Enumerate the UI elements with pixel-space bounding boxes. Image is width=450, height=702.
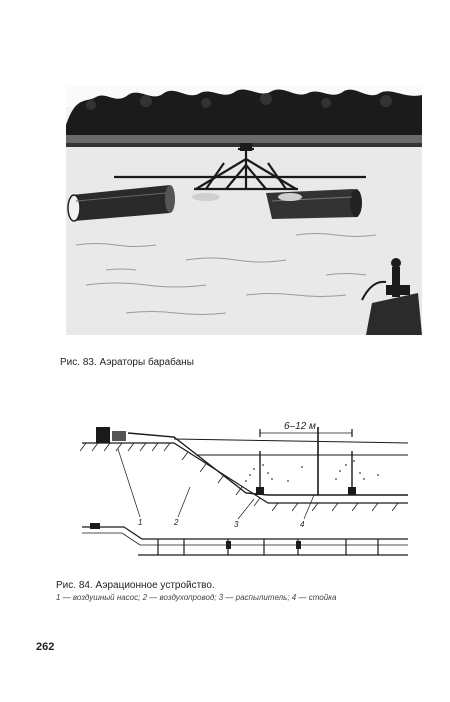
callout-1: 1: [138, 518, 142, 527]
figure-84-caption: Рис. 84. Аэрационное устройство.: [56, 580, 215, 591]
aeration-device-diagram: 6–12 м 1 2 3 4: [78, 415, 409, 575]
figure-83-caption: Рис. 83. Аэраторы барабаны: [60, 357, 194, 368]
callout-2: 2: [173, 518, 179, 527]
figure-84-legend: 1 — воздушный насос; 2 — воздухопровод; …: [56, 593, 337, 602]
page-number: 262: [36, 641, 55, 653]
callout-3: 3: [234, 520, 239, 529]
callout-4: 4: [300, 520, 305, 529]
drum-aerators-photo: [66, 85, 422, 335]
dimension-label: 6–12 м: [284, 421, 316, 432]
